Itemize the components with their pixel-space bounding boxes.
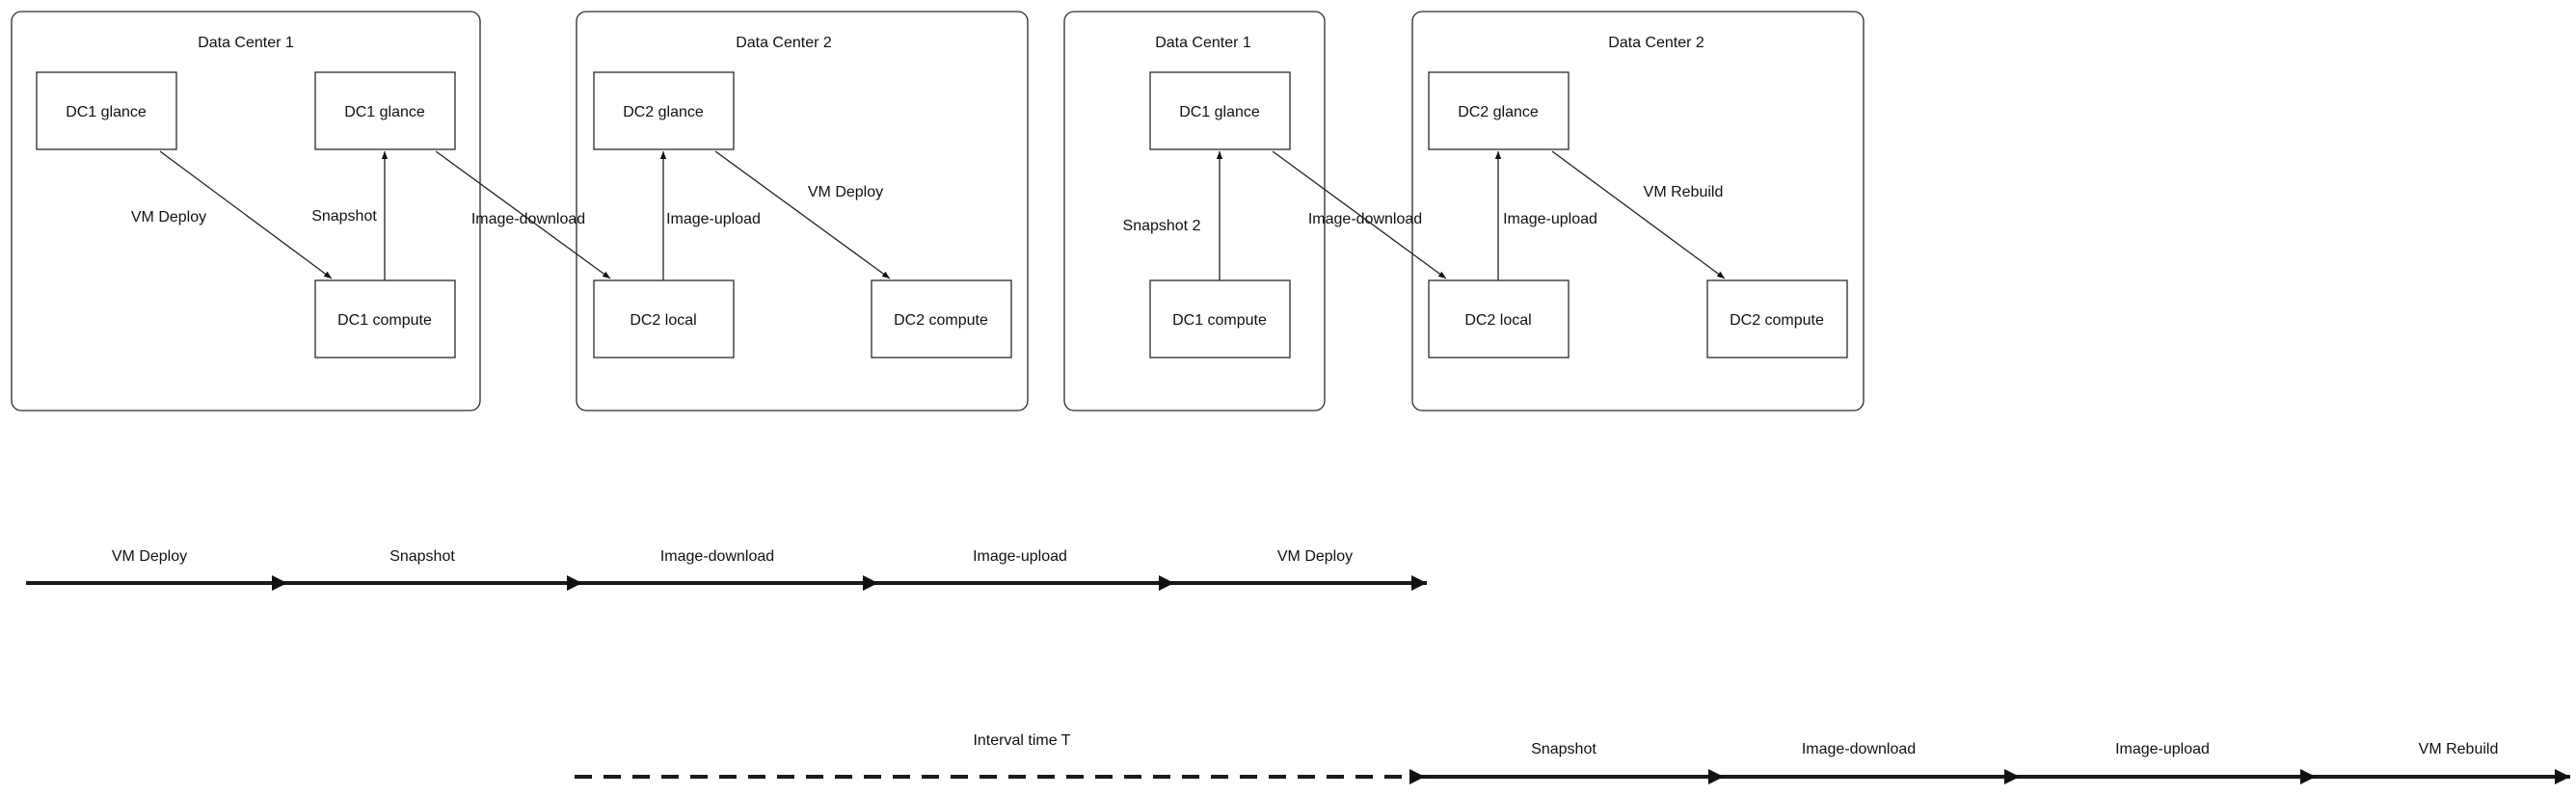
right-group: Data Center 1 DC1 glance DC1 compute Dat… [1063,11,1865,411]
right-dc2-local-label: DC2 local [1464,312,1531,329]
timeline2-label-1: Snapshot [1531,741,1597,757]
timeline1-label-1: VM Deploy [112,548,187,565]
left-dc1-glance-a-box [36,71,177,150]
timeline1-label-4: Image-upload [973,548,1067,565]
left-dc2-title: Data Center 2 [736,35,832,51]
right-dc2-glance-box [1428,71,1570,150]
right-dc1-glance-label: DC1 glance [1179,104,1260,120]
left-edge-image-upload-label: Image-upload [666,211,761,227]
left-dc2-glance-label: DC2 glance [623,104,704,120]
left-dc1-compute-label: DC1 compute [337,312,432,329]
left-dc2-compute-box [871,279,1012,358]
right-edge-image-download [1272,150,1447,279]
left-dc1-title: Data Center 1 [198,35,294,51]
right-edge-image-download-label: Image-download [1308,211,1422,227]
left-edge-image-download-label: Image-download [471,211,585,227]
timeline2-label-2: Image-download [1802,741,1916,757]
right-dc2-compute-box [1706,279,1848,358]
left-dc1-glance-b-label: DC1 glance [344,104,425,120]
timeline-1: VM Deploy Snapshot Image-download Image-… [26,548,1427,591]
left-group: Data Center 1 DC1 glance DC1 glance DC1 … [11,11,1029,411]
timeline1-label-2: Snapshot [389,548,455,565]
right-edge-vm-rebuild-label: VM Rebuild [1644,184,1724,200]
timeline2-label-3: Image-upload [2115,741,2210,757]
right-dc2-compute-label: DC2 compute [1730,312,1824,329]
right-dc1-compute-label: DC1 compute [1172,312,1267,329]
right-dc1-glance-box [1149,71,1291,150]
left-edge-snapshot-label: Snapshot [311,208,377,225]
right-dc1-container [1063,11,1326,411]
left-dc1-container [11,11,481,411]
timeline1-label-3: Image-download [660,548,774,565]
left-edge-vm-deploy-2-label: VM Deploy [808,184,883,200]
timeline2-interval-label: Interval time T [973,732,1070,749]
right-dc1-title: Data Center 1 [1155,35,1251,51]
left-edge-image-download [435,150,611,279]
left-dc1-glance-b-box [314,71,456,150]
right-edge-image-upload-label: Image-upload [1503,211,1597,227]
left-dc2-container [576,11,1029,411]
left-dc2-glance-box [593,71,735,150]
left-dc2-local-label: DC2 local [630,312,696,329]
left-edge-vm-deploy-2 [714,150,891,279]
right-edge-snapshot-label: Snapshot 2 [1123,218,1201,234]
left-dc2-local-box [593,279,735,358]
right-dc1-compute-box [1149,279,1291,358]
left-edge-vm-deploy-1-label: VM Deploy [131,209,206,226]
timeline1-label-5: VM Deploy [1277,548,1353,565]
timeline-2: Interval time T Snapshot Image-download … [575,732,2570,784]
left-dc2-compute-label: DC2 compute [894,312,988,329]
right-dc2-container [1411,11,1865,411]
timeline2-label-4: VM Rebuild [2419,741,2499,757]
left-dc1-glance-a-label: DC1 glance [66,104,147,120]
right-dc2-title: Data Center 2 [1608,35,1704,51]
right-dc2-glance-label: DC2 glance [1458,104,1539,120]
right-dc2-local-box [1428,279,1570,358]
left-edge-vm-deploy-1 [159,150,333,279]
right-edge-vm-rebuild [1551,150,1726,279]
